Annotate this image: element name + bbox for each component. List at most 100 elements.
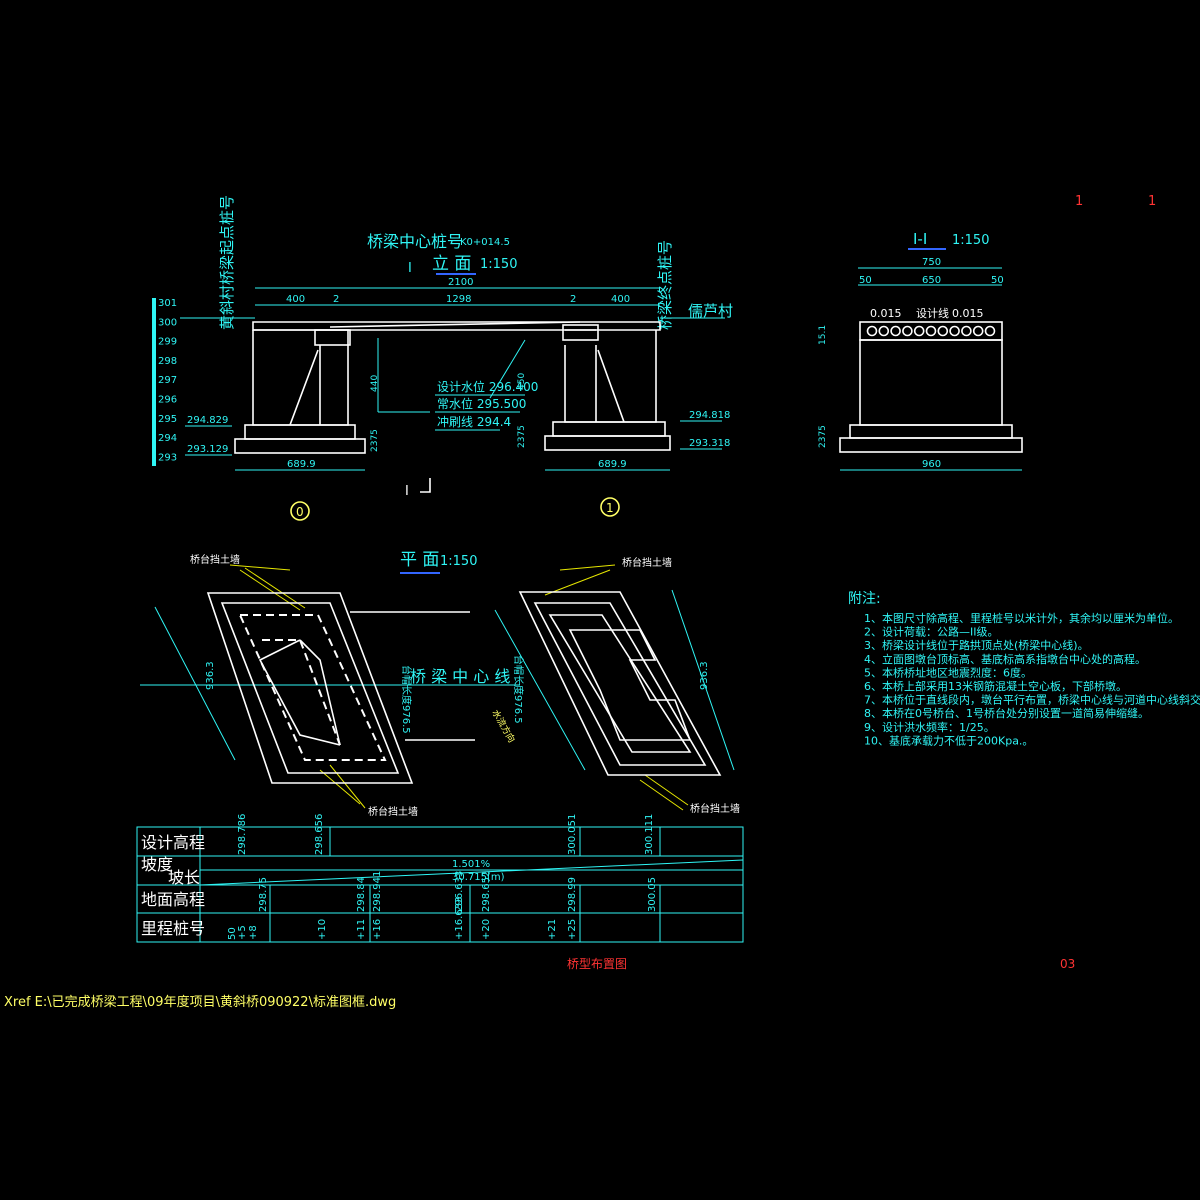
ground-elev-value: 298.941 [372, 871, 383, 912]
left-abutment-outer [206, 592, 414, 784]
right-skew-line [494, 609, 586, 771]
section-mark-bottom-arrow [420, 478, 431, 493]
dim-2375-left: 2375 [370, 429, 380, 452]
section-title: I-I [913, 230, 927, 248]
grade-length-value: 30.715(m) [452, 872, 505, 883]
wall-label-tr: 桥台挡土墙 [622, 556, 672, 569]
left-wing-lines [258, 639, 341, 746]
station-value: +5 [237, 925, 248, 940]
footing-left: 689.9 [287, 459, 316, 470]
design-elev-value: 298.656 [314, 814, 325, 855]
right-abutment-mid [533, 602, 707, 766]
note-item: 8、本桥在0号桥台、1号桥台处分别设置一道简易伸缩缝。 [864, 706, 1149, 720]
station-value: +16.633 [454, 897, 465, 940]
normal-water-level: 常水位 295.500 [437, 396, 526, 411]
slab-void [925, 325, 937, 337]
deck-top-line [329, 321, 581, 328]
station-value: +8 [248, 925, 259, 940]
note-item: 7、本桥位于直线段内，墩台平行布置，桥梁中心线与河道中心线斜交75度。 [864, 693, 1200, 707]
ruler-label: 298 [158, 356, 177, 367]
plan-title: 平 面 [400, 550, 439, 570]
right-cap [552, 421, 666, 437]
grade-value: 1.501% [452, 859, 490, 870]
station-value: +16 [372, 919, 383, 940]
ruler-label: 300 [158, 317, 177, 328]
slab-void [890, 325, 901, 337]
section-wall [859, 339, 1003, 426]
sheet-number: 03 [1060, 957, 1075, 971]
note-item: 9、设计洪水频率：1/25。 [864, 720, 995, 734]
center-station-value: K0+014.5 [460, 237, 510, 248]
gap-right: 2 [570, 294, 576, 305]
left-elev-bottom: 293.129 [187, 444, 228, 455]
row-grade-length: 坡长 [168, 868, 200, 887]
left-cap [244, 424, 356, 440]
section-w-mid: 650 [922, 275, 941, 286]
section-dim-2375: 2375 [818, 425, 828, 448]
scour-line: 冲刷线 294.4 [437, 414, 511, 429]
section-dim-side: 15.1 [818, 325, 828, 345]
gap-left: 2 [333, 294, 339, 305]
notes: 附注: 1、本图尺寸除高程、里程桩号以米计外，其余均以厘米为单位。2、设计荷载：… [848, 591, 1200, 747]
section-base-width: 960 [922, 459, 941, 470]
section-footing [839, 437, 1023, 453]
slab-void [878, 325, 890, 337]
note-item: 4、立面图墩台顶标高、基底标高系指墩台中心处的高程。 [864, 652, 1146, 666]
pier-circle-right [600, 497, 620, 517]
notes-heading: 附注: [848, 591, 881, 607]
center-station-label: 桥梁中心桩号 [367, 232, 463, 251]
right-abutment [564, 329, 657, 423]
ruler-label: 293 [158, 452, 177, 463]
ground-elev-value: 298.99 [567, 877, 578, 912]
plan-left-dim: 936.3 [205, 661, 216, 690]
plan-mid-dim-2: 台帽长度976.5 [512, 655, 525, 724]
dim-2375-right: 2375 [517, 425, 527, 448]
station-value: +20 [481, 919, 492, 940]
left-bearing [314, 329, 351, 346]
plan-right-dim: 936.3 [699, 661, 710, 690]
station-value: +25 [567, 919, 578, 940]
station-value: +21 [547, 919, 558, 940]
right-abutment-core [568, 629, 692, 741]
section-view: I-I 1:150 750 50 650 50 0.015 设计线 0.015 … [818, 230, 1023, 471]
grade-line [199, 859, 744, 886]
elevation-ruler [152, 298, 156, 466]
design-elev-value: 300.111 [644, 814, 655, 855]
plan-scale: 1:150 [440, 554, 477, 569]
note-item: 1、本图尺寸除高程、里程桩号以米计外，其余均以厘米为单位。 [864, 611, 1179, 625]
ruler-label: 297 [158, 375, 177, 386]
left-abutment-mid [220, 602, 400, 774]
design-elev-value: 298.786 [237, 814, 248, 855]
design-water-level: 设计水位 296.400 [437, 379, 538, 394]
slab-void [866, 325, 878, 337]
wall-label-br: 桥台挡土墙 [690, 802, 740, 815]
left-footing [234, 438, 366, 454]
pier-number-right: 1 [606, 501, 614, 515]
plan-centerline-label: 桥 梁 中 心 线 [410, 667, 510, 686]
xref-path: Xref E:\已完成桥梁工程\09年度项目\黄斜桥090922\标准图框.dw… [4, 994, 396, 1010]
slab-void [984, 325, 996, 337]
left-village: 黄斜村 [218, 285, 236, 330]
wall-leader-bl [319, 764, 366, 809]
corner-mark-1: 1 [1075, 194, 1083, 209]
right-abutment-inner [548, 614, 692, 753]
pointer-right [489, 339, 526, 399]
profile-table: 设计高程 坡度 坡长 地面高程 里程桩号 1.501% 30.715(m) 29… [136, 814, 744, 943]
right-bearing [562, 324, 599, 341]
ground-elev-value: 296.633 [454, 871, 465, 912]
ruler-label: 295 [158, 414, 177, 425]
ruler-label: 301 [158, 298, 177, 309]
wall-label-bl: 桥台挡土墙 [368, 805, 418, 818]
ruler-label: 299 [158, 337, 177, 348]
dim-440: 440 [370, 375, 380, 392]
section-deck [859, 321, 1003, 341]
station-value: 50 [227, 927, 238, 940]
row-station: 里程桩号 [141, 919, 205, 938]
section-design-line: 设计线 [916, 306, 949, 320]
elevation-title: 立 面 [432, 254, 471, 274]
ruler-label: 294 [158, 433, 177, 444]
ground-elev-value: 298.84 [356, 877, 367, 912]
section-w-left: 50 [859, 275, 872, 286]
section-mark-bottom: I [405, 484, 409, 499]
